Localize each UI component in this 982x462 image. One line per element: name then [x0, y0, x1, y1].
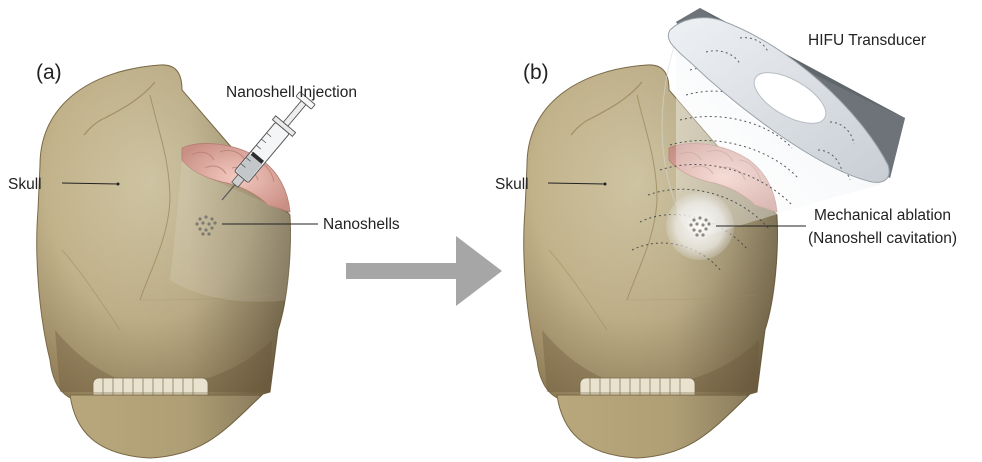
process-arrow: [346, 236, 502, 306]
skull-b-point: [604, 183, 607, 186]
panel-b: (b): [495, 8, 957, 458]
hifu-transducer-label: HIFU Transducer: [808, 32, 926, 49]
skull-a-label: Skull: [8, 176, 42, 193]
skull-b-label: Skull: [495, 176, 529, 193]
panel-b-label: (b): [523, 61, 549, 84]
nanoshells-label: Nanoshells: [323, 216, 400, 233]
skull-a-point: [117, 183, 120, 186]
nanoshell-injection-label: Nanoshell Injection: [226, 84, 357, 101]
skull-a: [37, 65, 292, 458]
ablation-label-line1: Mechanical ablation: [814, 207, 951, 224]
panel-a-label: (a): [36, 61, 62, 84]
ablation-label-line2: (Nanoshell cavitation): [808, 230, 957, 247]
panel-a: (a): [8, 61, 400, 458]
